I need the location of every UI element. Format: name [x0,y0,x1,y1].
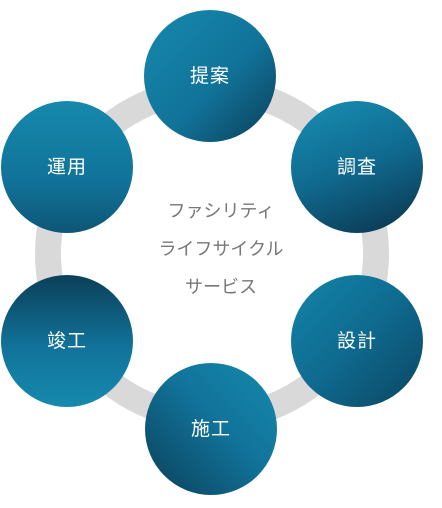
node-circle-shunkou [1,275,133,407]
center-line-1: ファシリティ [167,201,275,222]
node-circle-sekkei [291,275,423,407]
node-circle-unyou [1,101,133,233]
center-line-3: サービス [185,277,257,298]
center-title: ファシリティ ライフサイクル サービス [121,193,321,307]
node-circle-sekou [145,363,277,495]
node-circle-chousa [291,101,423,233]
node-circle-teian [144,10,276,142]
center-line-2: ライフサイクル [158,239,284,260]
